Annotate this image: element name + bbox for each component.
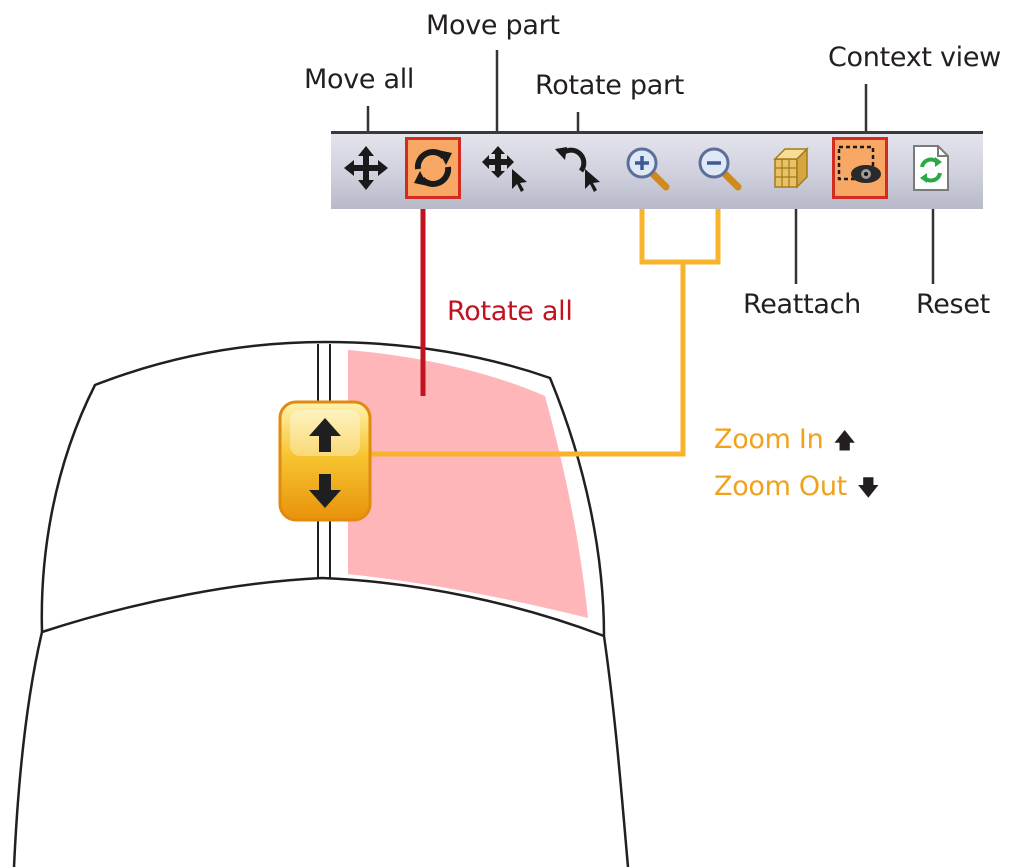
mouse-body-left-side [12,631,44,867]
move-all-label: Move all [304,64,415,95]
zoom-out-icon [698,147,742,191]
scroll-up-arrow-icon [309,418,341,452]
move-part-button[interactable] [478,137,534,199]
reset-icon [913,145,949,191]
reattach-button[interactable] [764,137,820,199]
reset-button[interactable] [902,137,958,199]
zoom-out-text: Zoom Out [714,471,847,502]
zoom-in-button[interactable] [619,137,675,199]
rotate-part-button[interactable] [551,137,607,199]
move-all-button[interactable] [338,137,394,199]
reattach-label: Reattach [743,289,861,320]
rotate-all-label: Rotate all [447,296,573,327]
zoom-connector [368,208,721,457]
move-part-icon [482,146,527,192]
right-button-highlight [348,350,588,618]
rotate-all-button[interactable] [405,137,461,199]
zoom-out-label: Zoom Out 🡇 [714,471,880,502]
zoom-in-text: Zoom In [714,424,824,455]
scroll-wheel[interactable] [278,400,372,522]
zoom-out-button[interactable] [691,137,747,199]
move-part-label: Move part [426,10,560,41]
mouse-body-outline [40,340,630,867]
move-all-icon [344,146,388,190]
context-view-label: Context view [828,42,1001,73]
context-view-icon [837,145,881,183]
mouse-button-divider [41,576,605,638]
rotate-all-icon [414,149,452,187]
zoom-in-icon [626,147,670,191]
arrow-down-icon: 🡇 [856,476,880,501]
reset-label: Reset [916,289,990,320]
rotate-part-label: Rotate part [535,70,685,101]
zoom-in-label: Zoom In 🡅 [714,426,856,453]
reattach-icon [773,147,809,189]
context-view-button[interactable] [832,137,888,199]
arrow-up-icon: 🡅 [833,429,856,454]
scroll-down-arrow-icon [309,474,341,508]
rotate-part-icon [555,147,600,192]
